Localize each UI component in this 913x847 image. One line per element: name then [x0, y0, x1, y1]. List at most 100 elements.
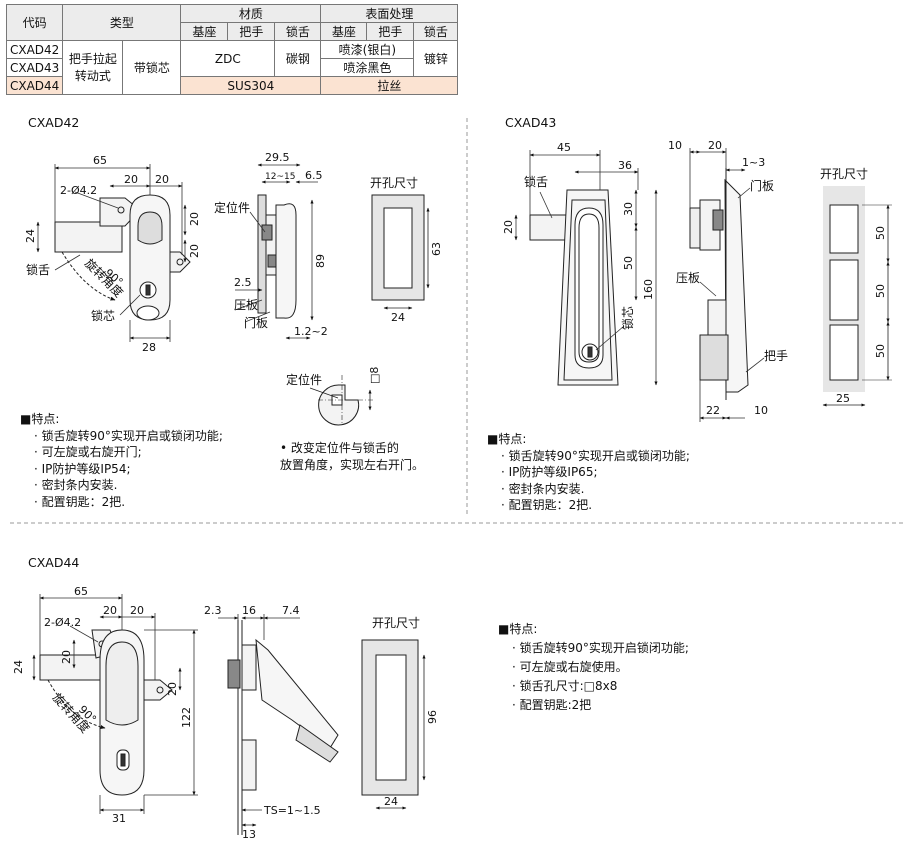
- label-a-cutout: 开孔尺寸: [370, 176, 418, 190]
- cxad42-side-view: [257, 194, 297, 319]
- list-item: · 可左旋或右旋开门;: [34, 445, 142, 459]
- dim-c-20d: 20: [166, 682, 179, 696]
- dim-a-28: 28: [142, 341, 156, 354]
- dim-c-hole: 2-Ø4.2: [44, 616, 81, 629]
- list-item: · 配置钥匙：2把.: [501, 498, 593, 512]
- dim-a-20b: 20: [155, 173, 169, 186]
- cxad42-cutout: [371, 194, 430, 310]
- dim-b-1-3: 1~3: [742, 156, 765, 169]
- type-sub: 带锁芯: [122, 40, 182, 95]
- dim-b-50c: 50: [874, 344, 887, 358]
- features-a-title: ■特点:: [20, 412, 60, 426]
- label-c-cutout: 开孔尺寸: [372, 616, 420, 630]
- features-b-title: ■特点:: [487, 432, 527, 446]
- dim-b-36: 36: [618, 159, 632, 172]
- cxad43-front-view: [529, 189, 619, 386]
- cxad44-side-view: [227, 620, 339, 835]
- dim-c-122: 122: [180, 707, 193, 728]
- mat-sus: SUS304: [180, 76, 322, 95]
- dim-c-31: 31: [112, 812, 126, 825]
- dim-a-2-5: 2.5: [234, 276, 252, 289]
- dim-c-16: 16: [242, 604, 256, 617]
- cxad44-cutout: [361, 639, 426, 810]
- dim-a-20d: 20: [188, 244, 201, 258]
- dim-b-10b: 10: [754, 404, 768, 417]
- features-a-note: • 改变定位件与锁舌的 放置角度，实现左右开门。: [280, 440, 424, 473]
- dim-c-96: 96: [426, 710, 439, 724]
- dim-b-160: 160: [642, 279, 655, 300]
- dim-b-45: 45: [557, 141, 571, 154]
- code-cell: CXAD44: [5, 76, 64, 95]
- section-title-a: CXAD42: [28, 115, 79, 130]
- features-b-list: · 锁舌旋转90°实现开启或锁闭功能; · IP防护等级IP65; · 密封条内…: [487, 448, 690, 514]
- label-a-locator2: 定位件: [286, 372, 322, 387]
- dim-c-13: 13: [242, 828, 256, 841]
- list-item: · IP防护等级IP65;: [501, 465, 598, 479]
- dim-b-50b: 50: [874, 284, 887, 298]
- col-material: 材质: [180, 4, 322, 23]
- mat-steel: 碳钢: [274, 40, 322, 77]
- dim-a-hole: 2-Ø4.2: [60, 184, 97, 197]
- dim-a-20a: 20: [124, 173, 138, 186]
- col-surface: 表面处理: [320, 4, 459, 23]
- dim-b-25: 25: [836, 392, 850, 405]
- cxad44-side-dims: [218, 614, 300, 827]
- dim-a-29-5: 29.5: [265, 151, 290, 164]
- features-b: ■特点: · 锁舌旋转90°实现开启或锁闭功能; · IP防护等级IP65; ·…: [487, 431, 690, 514]
- cxad43-cutout: [822, 186, 892, 407]
- dim-b-20: 20: [502, 220, 515, 234]
- type-main: 把手拉起 转动式: [62, 40, 124, 95]
- list-item: · 锁舌孔尺寸:□8x8: [512, 679, 618, 693]
- dim-a-sq8: □8: [368, 367, 381, 384]
- label-b-core: 锁芯: [620, 306, 635, 330]
- list-item: · 锁舌旋转90°实现开启或锁闭功能;: [34, 428, 223, 443]
- dim-a-89: 89: [314, 254, 327, 268]
- code-cell: CXAD43: [5, 58, 64, 77]
- label-b-cutout: 开孔尺寸: [820, 167, 868, 181]
- list-item: · IP防护等级IP54;: [34, 461, 131, 476]
- dim-c-2-3: 2.3: [204, 604, 222, 617]
- features-c: ■特点: · 锁舌旋转90°实现开启锁闭功能; · 可左旋或右旋使用。 · 锁舌…: [498, 620, 689, 715]
- sub-base: 基座: [180, 22, 229, 41]
- dim-c-24b: 24: [384, 795, 398, 808]
- dim-c-20b: 20: [130, 604, 144, 617]
- cxad43-front-dims: [514, 150, 658, 386]
- dim-c-20a: 20: [103, 604, 117, 617]
- note-line-1: • 改变定位件与锁舌的: [280, 441, 399, 455]
- spec-table: 代码 类型 材质 表面处理 基座 把手 锁舌 基座 把手 锁舌 CXAD42 把…: [5, 4, 459, 95]
- cxad43-side-view: [689, 168, 749, 400]
- label-a-door: 门板: [244, 315, 268, 330]
- label-a-core: 锁芯: [91, 308, 115, 323]
- dim-a-63: 63: [430, 242, 443, 256]
- dim-c-7-4: 7.4: [282, 604, 300, 617]
- dim-a-20c: 20: [188, 212, 201, 226]
- label-b-door: 门板: [750, 178, 774, 193]
- dim-a-1-2-2: 1.2~2: [294, 325, 328, 338]
- dim-b-50: 50: [622, 256, 635, 270]
- surf-brushed: 拉丝: [320, 76, 459, 95]
- dim-a-24b: 24: [391, 311, 405, 324]
- sub-handle2: 把手: [366, 22, 415, 41]
- dim-b-10: 10: [668, 139, 682, 152]
- list-item: · 可左旋或右旋使用。: [512, 660, 628, 674]
- section-title-c: CXAD44: [28, 555, 79, 570]
- list-item: · 锁舌旋转90°实现开启或锁闭功能;: [501, 448, 690, 463]
- dim-a-24: 24: [24, 229, 37, 243]
- label-a-locator: 定位件: [214, 200, 250, 215]
- cxad42-side-dims: [234, 163, 318, 340]
- dim-c-ts: TS=1~1.5: [263, 804, 321, 817]
- dim-c-24: 24: [12, 660, 25, 674]
- cxad44-front-dims: [32, 594, 198, 814]
- note-line-2: 放置角度，实现左右开门。: [280, 457, 425, 472]
- dim-a-12-15: 12~15: [265, 172, 295, 182]
- label-b-press: 压板: [676, 271, 700, 285]
- list-item: · 配置钥匙：2把.: [34, 494, 126, 509]
- dim-b-50a: 50: [874, 226, 887, 240]
- sub-handle: 把手: [227, 22, 276, 41]
- features-a-list: · 锁舌旋转90°实现开启或锁闭功能; · 可左旋或右旋开门; · IP防护等级…: [20, 428, 223, 511]
- dim-b-30: 30: [622, 202, 635, 216]
- features-c-list: · 锁舌旋转90°实现开启锁闭功能; · 可左旋或右旋使用。 · 锁舌孔尺寸:□…: [498, 639, 689, 715]
- label-b-tongue: 锁舌: [524, 174, 548, 189]
- dim-c-65: 65: [74, 585, 88, 598]
- dim-a-6-5: 6.5: [305, 169, 323, 182]
